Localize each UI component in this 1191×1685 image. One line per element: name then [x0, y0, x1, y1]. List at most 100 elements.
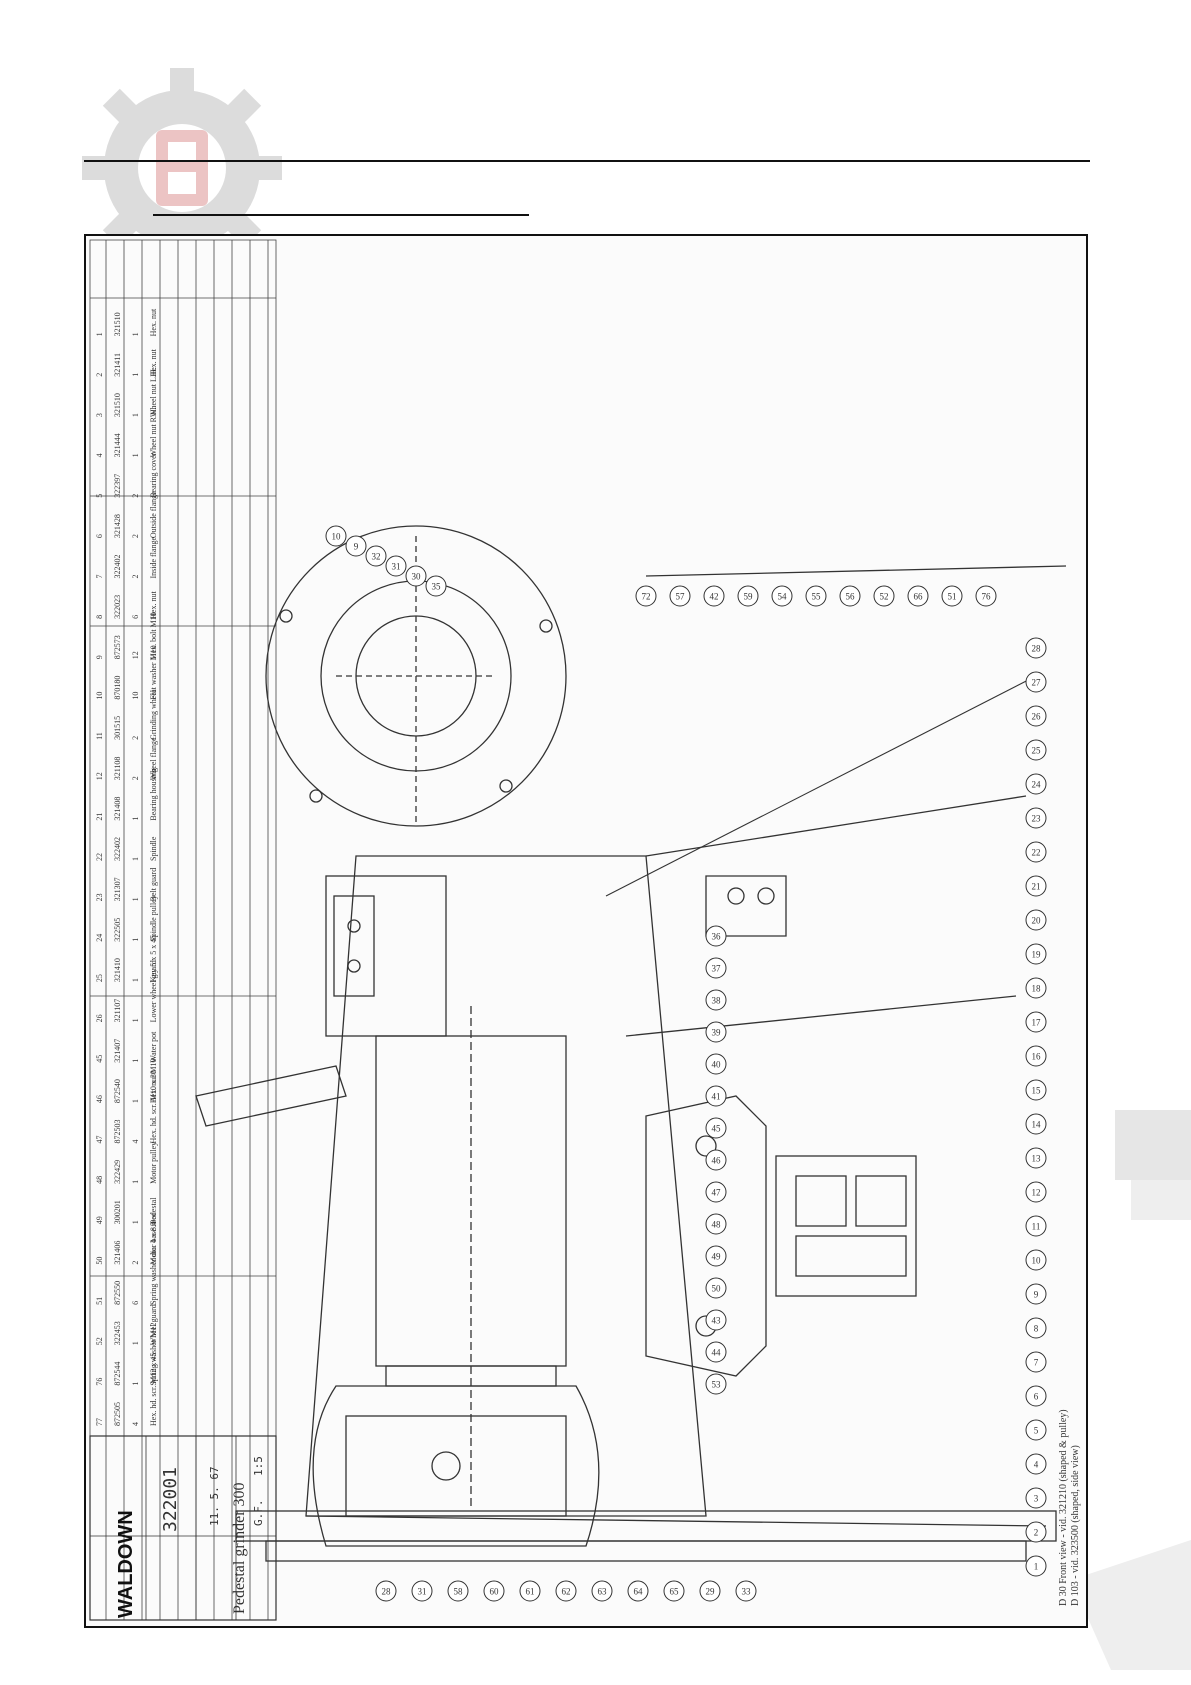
balloon-label: 7 — [1034, 1358, 1039, 1368]
balloon-label: 20 — [1032, 916, 1042, 926]
parts-part-number: 872540 — [113, 1079, 122, 1103]
balloon-label: 57 — [676, 592, 686, 602]
parts-description: Hex. nut — [149, 348, 158, 376]
balloon-circle — [839, 585, 861, 607]
parts-part-number: 321411 — [113, 353, 122, 377]
balloon-label: 55 — [812, 592, 822, 602]
balloon-circle — [1025, 1045, 1047, 1067]
balloon-circle — [705, 1245, 727, 1267]
parts-item-number: 52 — [95, 1337, 104, 1345]
parts-quantity: 2 — [131, 736, 140, 740]
parts-description: Wheel guard — [149, 1304, 158, 1345]
balloon-label: 9 — [354, 542, 359, 552]
balloon-label: 37 — [712, 964, 722, 974]
balloon-circle — [705, 1149, 727, 1171]
balloon-label: 41 — [712, 1092, 721, 1102]
parts-description: Inside flange — [149, 537, 158, 579]
title-block: WALDOWN Pedestal grinder 300 322001 11. … — [89, 1435, 277, 1621]
balloon-circle — [1025, 1419, 1047, 1441]
balloon-label: 54 — [778, 592, 788, 602]
balloon-label: 42 — [710, 592, 719, 602]
parts-item-number: 23 — [95, 893, 104, 901]
parts-description: Hex. hd. scr. M10 x 30 — [149, 1070, 158, 1143]
balloon-circle — [705, 1181, 727, 1203]
balloon-circle — [1025, 1453, 1047, 1475]
balloon-label: 15 — [1032, 1086, 1042, 1096]
parts-description: Wheel flange — [149, 737, 158, 780]
drawing-scale: 1:5 — [252, 1456, 265, 1476]
balloon-circle — [1025, 977, 1047, 999]
parts-part-number: 321510 — [113, 312, 122, 336]
parts-item-number: 6 — [95, 534, 104, 538]
parts-part-number: 872503 — [113, 1120, 122, 1144]
parts-item-number: 2 — [95, 373, 104, 377]
parts-part-number: 321406 — [113, 1241, 122, 1265]
balloon-circle — [1025, 1487, 1047, 1509]
balloon-circle — [705, 957, 727, 979]
parts-item-number: 11 — [95, 732, 104, 740]
balloon-label: 12 — [1032, 1188, 1041, 1198]
balloon-label: 6 — [1034, 1392, 1039, 1402]
parts-quantity: 2 — [131, 776, 140, 780]
drawing-number: 322001 — [160, 1467, 181, 1532]
balloon-circle — [705, 1213, 727, 1235]
parts-quantity: 2 — [131, 494, 140, 498]
balloon-circle — [975, 585, 997, 607]
balloon-label: 18 — [1032, 984, 1042, 994]
balloon-circle — [1025, 705, 1047, 727]
parts-item-number: 12 — [95, 772, 104, 780]
balloon-label: 3 — [1034, 1494, 1039, 1504]
parts-part-number: 322023 — [113, 595, 122, 619]
balloon-label: 62 — [562, 1587, 571, 1597]
parts-item-number: 1 — [95, 332, 104, 336]
balloon-label: 29 — [706, 1587, 716, 1597]
parts-part-number: 321410 — [113, 958, 122, 982]
parts-description: Wheel nut R.H. — [149, 407, 158, 457]
parts-part-number: 321307 — [113, 877, 122, 901]
parts-description: Water pot — [149, 1031, 158, 1063]
grinder-drawing — [195, 525, 1067, 1562]
balloon-label: 39 — [712, 1028, 722, 1038]
parts-description: Outside flange — [149, 491, 158, 538]
balloon-label: 72 — [642, 592, 651, 602]
parts-item-number: 4 — [95, 453, 104, 457]
balloon-circle — [805, 585, 827, 607]
parts-item-number: 5 — [95, 494, 104, 498]
parts-item-number: 50 — [95, 1257, 104, 1265]
balloon-label: 48 — [712, 1220, 722, 1230]
parts-quantity: 1 — [131, 1382, 140, 1386]
balloon-label: 76 — [982, 592, 992, 602]
balloon-label: 27 — [1032, 678, 1042, 688]
balloon-circle — [1025, 875, 1047, 897]
balloon-circle — [483, 1580, 505, 1602]
balloon-label: 5 — [1034, 1426, 1039, 1436]
balloon-circle — [1025, 671, 1047, 693]
parts-description: Flat washer M10 — [149, 645, 158, 699]
balloon-circle — [1025, 1521, 1047, 1543]
balloon-circle — [699, 1580, 721, 1602]
parts-item-number: 77 — [95, 1418, 104, 1426]
balloon-label: 36 — [712, 932, 722, 942]
balloon-label: 28 — [1032, 644, 1042, 654]
parts-quantity: 1 — [131, 1059, 140, 1063]
balloon-circle — [705, 1341, 727, 1363]
parts-quantity: 1 — [131, 1099, 140, 1103]
balloon-label: 19 — [1032, 950, 1042, 960]
watermark-gear-logo — [82, 68, 282, 268]
balloon-circle — [365, 545, 387, 567]
parts-description: Spring washer M12 — [149, 1323, 158, 1386]
balloon-label: 26 — [1032, 712, 1042, 722]
balloon-circle — [1025, 807, 1047, 829]
parts-quantity: 1 — [131, 897, 140, 901]
parts-part-number: 322429 — [113, 1160, 122, 1184]
header-rule — [84, 160, 1090, 162]
parts-description: Grinding wheel — [149, 689, 158, 740]
parts-description: Spring washer dia. 4 x 8.4 — [149, 1221, 158, 1305]
parts-part-number: 300201 — [113, 1200, 122, 1224]
parts-quantity: 1 — [131, 817, 140, 821]
parts-item-number: 51 — [95, 1297, 104, 1305]
parts-quantity: 4 — [131, 1422, 140, 1426]
balloon-circle — [705, 1309, 727, 1331]
parts-part-number: 872573 — [113, 635, 122, 659]
